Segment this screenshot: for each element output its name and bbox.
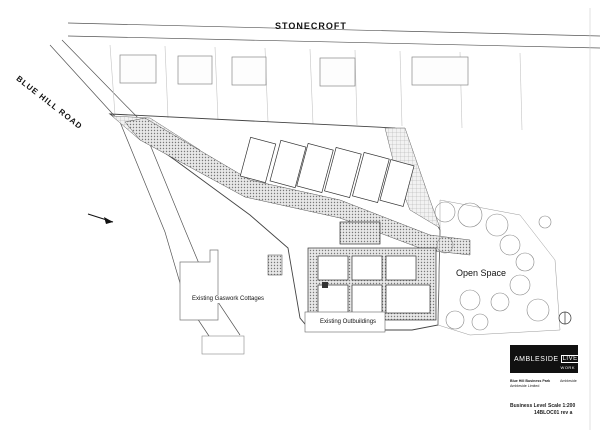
existing-shed (201, 335, 245, 355)
existing-cottages-footprint (179, 249, 219, 321)
small-structure (267, 254, 283, 276)
title-block: AMBLESIDE LIVE WORK Blue Hill Business P… (504, 345, 582, 435)
project-place: Ambleside (560, 379, 577, 383)
project-line-1: Blue Hill Business Park (510, 379, 551, 383)
road-label-stonecroft: STONECROFT (275, 21, 347, 31)
existing-cottages-label: Existing Gaswork Cottages (190, 295, 267, 303)
trees (434, 201, 552, 331)
project-line-2: Ambleside Limited (510, 384, 540, 388)
company-logo: AMBLESIDE LIVE WORK (510, 345, 580, 373)
open-space-area (437, 199, 561, 336)
stonecroft-road (67, 22, 600, 49)
north-arrow-icon (87, 213, 114, 224)
logo-live: LIVE (560, 355, 580, 363)
existing-outbuildings-footprint (304, 311, 386, 333)
compass-icon (558, 311, 572, 325)
open-space-label: Open Space (456, 268, 507, 278)
stonecroft-houses (119, 54, 469, 87)
logo-work: WORK (560, 365, 575, 370)
unit-block-lower (307, 221, 437, 321)
existing-outbuildings-label: Existing Outbuildings (320, 319, 377, 325)
drawing-ref: 14BLOC01 rev a (534, 410, 573, 416)
small-structure-2 (322, 282, 328, 288)
logo-ambleside: AMBLESIDE (514, 355, 559, 363)
drawing-title: Business Level (510, 403, 547, 409)
unit-row-top (239, 136, 415, 207)
access-road (124, 117, 471, 256)
drawing-scale: Scale 1:200 (548, 403, 576, 409)
